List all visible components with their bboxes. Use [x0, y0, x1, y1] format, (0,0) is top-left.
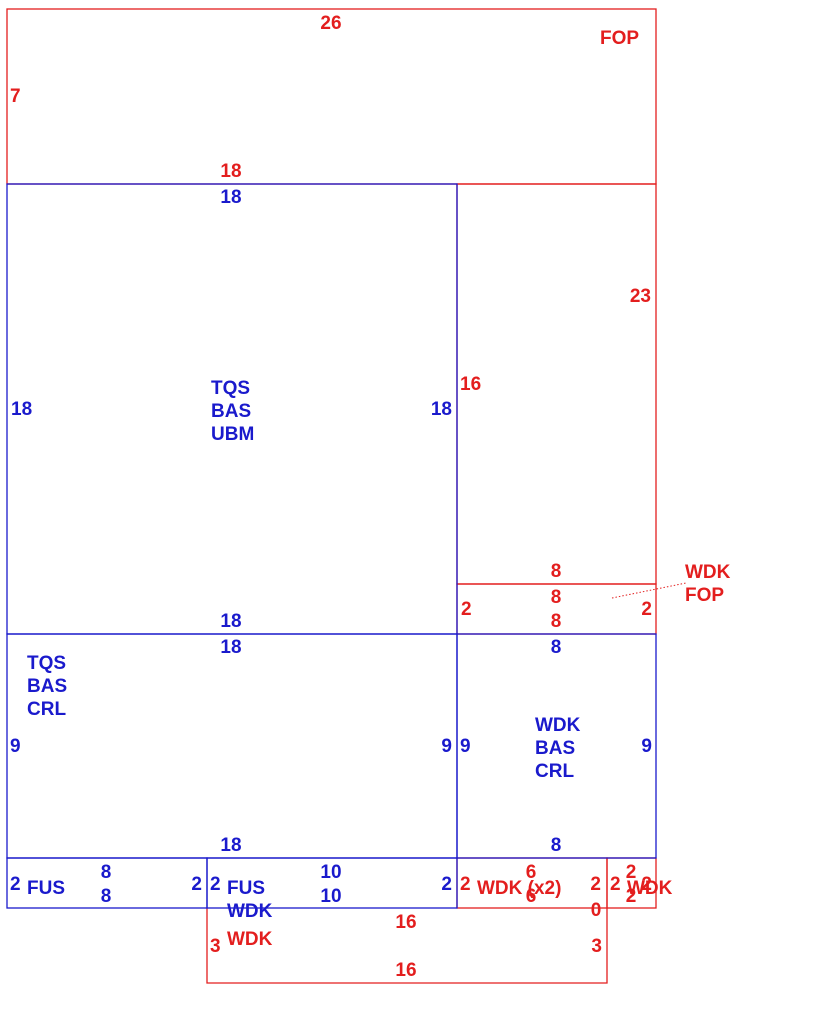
wdk-bottom-label: WDK: [227, 929, 273, 950]
crl-right-label-line-1: WDK: [535, 715, 581, 736]
wdk-fop-dim-bottom: 8: [551, 611, 562, 632]
wdk-x2-dim-top: 6: [526, 862, 537, 883]
ubm-dim-bottom: 18: [220, 611, 241, 632]
fop-dim-right: 23: [630, 286, 651, 307]
crl-left-label-line-3: CRL: [27, 699, 66, 720]
tqs-bas-crl-panel: [6, 633, 458, 859]
fus-left-dim-bottom: 8: [101, 886, 112, 907]
wdk-small-dim-top: 2: [626, 862, 637, 883]
wdk-small-label: WDK: [627, 878, 673, 899]
wdk-bottom-panel: [206, 908, 608, 984]
wdk-small-dim-right: 2: [641, 874, 652, 895]
fop-dim-inner-right: 16: [460, 374, 481, 395]
wdk-x2-dim-zero: 0: [591, 900, 602, 921]
crl-right-dim-right: 9: [641, 736, 652, 757]
crl-right-label-line-2: BAS: [535, 738, 575, 759]
wdk-fop-label-line-2: FOP: [685, 585, 724, 606]
fop-dim-left: 7: [10, 86, 21, 107]
wdk-fop-label-line-1: WDK: [685, 562, 731, 583]
fus-left-dim-top: 8: [101, 862, 112, 883]
fop-right-strip: [456, 183, 657, 585]
fus-mid-dim-bottom: 10: [320, 886, 341, 907]
ubm-dim-right: 18: [431, 399, 452, 420]
ubm-label-line-1: TQS: [211, 378, 250, 399]
fus-mid-dim-top: 10: [320, 862, 341, 883]
wdk-fop-dim-top: 8: [551, 561, 562, 582]
fop-dim-inner-top: 18: [220, 161, 241, 182]
fus-mid-label-line-2: WDK: [227, 901, 273, 922]
fus-wdk-panel: [206, 857, 458, 909]
wdk-x2-dim-bottom: 6: [526, 886, 537, 907]
fus-mid-label-line-1: FUS: [227, 878, 265, 899]
ubm-label-line-3: UBM: [211, 424, 254, 445]
wdk-bottom-dim-bottom: 16: [395, 960, 416, 981]
fus-left-label: FUS: [27, 878, 65, 899]
fop-label: FOP: [600, 28, 639, 49]
crl-right-dim-bottom: 8: [551, 835, 562, 856]
crl-left-dim-top: 18: [220, 637, 241, 658]
wdk-small-dim-bottom: 2: [626, 886, 637, 907]
wdk-small-dim-left: 2: [610, 874, 621, 895]
wdk-fop-leader-line: [611, 582, 687, 599]
crl-right-label-line-3: CRL: [535, 761, 574, 782]
crl-left-dim-right: 9: [441, 736, 452, 757]
fop-dim-top: 26: [320, 13, 341, 34]
wdk-fop-dim-mid: 8: [551, 587, 562, 608]
crl-right-dim-top: 8: [551, 637, 562, 658]
wdk-bottom-dim-top: 16: [395, 912, 416, 933]
fus-mid-dim-right: 2: [441, 874, 452, 895]
wdk-x2-dim-left: 2: [460, 874, 471, 895]
crl-right-dim-left: 9: [460, 736, 471, 757]
wdk-fop-dim-right: 2: [641, 599, 652, 620]
crl-left-dim-left: 9: [10, 736, 21, 757]
ubm-label-line-2: BAS: [211, 401, 251, 422]
wdk-bottom-dim-right: 3: [591, 936, 602, 957]
fop-panel: [6, 8, 657, 185]
wdk-x2-dim-right: 2: [590, 874, 601, 895]
crl-left-label-line-1: TQS: [27, 653, 66, 674]
crl-left-label-line-2: BAS: [27, 676, 67, 697]
fus-left-dim-left: 2: [10, 874, 21, 895]
fus-left-dim-right: 2: [191, 874, 202, 895]
wdk-bas-crl-panel: [456, 633, 657, 859]
crl-left-dim-bottom: 18: [220, 835, 241, 856]
wdk-x2-label: WDK (x2): [477, 878, 561, 899]
wdk-fop-dim-left: 2: [461, 599, 472, 620]
wdk-bottom-dim-left: 3: [210, 936, 221, 957]
ubm-dim-left: 18: [11, 399, 32, 420]
fus-mid-dim-left: 2: [210, 874, 221, 895]
ubm-dim-top: 18: [220, 187, 241, 208]
